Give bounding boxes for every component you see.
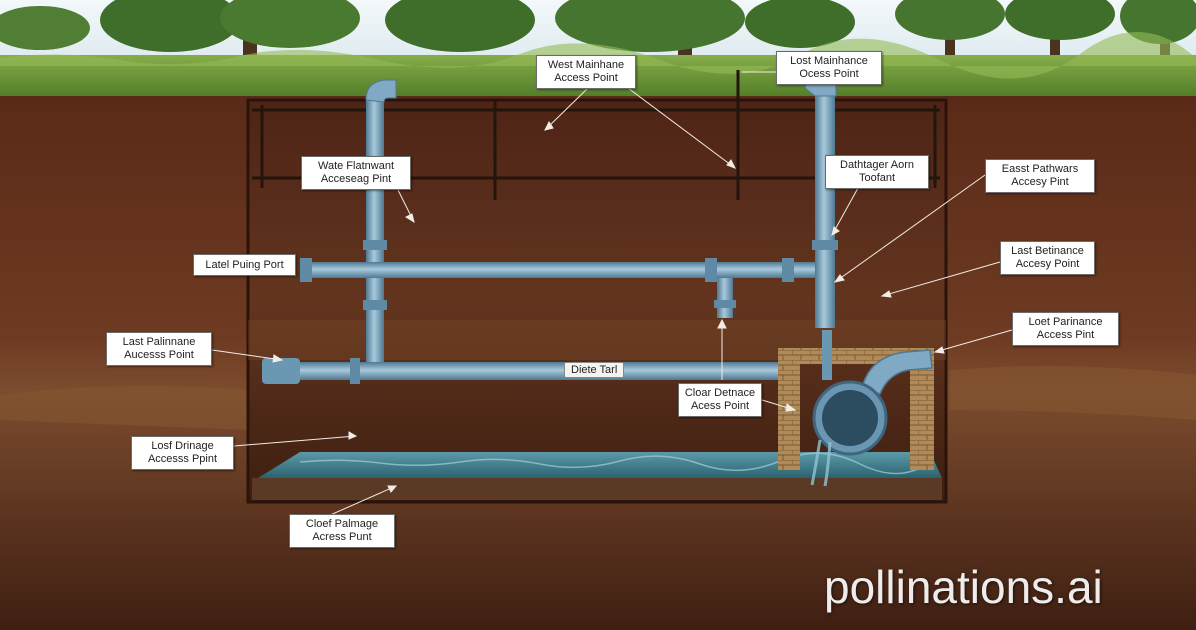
- label-west-maintenance: West Mainhane Access Point: [536, 55, 636, 89]
- label-east-pathwars: Easst Pathwars Accesy Pint: [985, 159, 1095, 193]
- trees: [0, 0, 1196, 68]
- label-text: Accesss Ppint: [147, 453, 218, 465]
- label-text: Easst Pathwars: [1001, 163, 1079, 175]
- leader-lines: [211, 71, 1013, 517]
- label-text: Acess Point: [690, 400, 750, 412]
- label-text: Lost Mainhance: [790, 55, 868, 67]
- label-text: Toofant: [858, 172, 896, 184]
- label-loet-parinance: Loet Parinance Access Pint: [1012, 312, 1119, 346]
- label-text: Loet Parinance: [1028, 316, 1103, 328]
- label-text: Ocess Point: [799, 68, 859, 80]
- label-text: Last Palinnane: [122, 336, 196, 348]
- label-text: Wate Flatnwant: [317, 160, 394, 172]
- label-text: Acress Punt: [312, 531, 372, 543]
- label-text: Access Point: [554, 72, 618, 84]
- label-text: Acceseag Pint: [320, 173, 392, 185]
- label-last-pallnnane: Last Palinnane Aucesss Point: [106, 332, 212, 366]
- pipe-tag: Diete Tarl: [564, 362, 625, 378]
- label-text: Aucesss Point: [124, 349, 194, 361]
- label-lost-drinage: Losf Drinage Accesss Ppint: [131, 436, 234, 470]
- label-cloef-palmage: Cloef Palmage Acress Punt: [289, 514, 395, 548]
- watermark: pollinations.ai: [824, 561, 1103, 613]
- label-text: Cloef Palmage: [305, 518, 379, 530]
- label-water-flashwant: Wate Flatnwant Acceseag Pint: [301, 156, 411, 190]
- label-clear-dethace: Cloar Detnace Acess Point: [678, 383, 762, 417]
- label-text: Latel Puing Port: [205, 258, 284, 271]
- label-text: West Mainhane: [547, 59, 625, 71]
- label-text: Cloar Detnace: [684, 387, 756, 399]
- label-last-belinance: Last Betinance Accesy Point: [1000, 241, 1095, 275]
- label-text: Access Pint: [1036, 329, 1095, 341]
- label-lost-maintenance-top: Lost Mainhance Ocess Point: [776, 51, 882, 85]
- label-text: Accesy Pint: [1011, 176, 1069, 188]
- outlet-pipe: [810, 330, 933, 487]
- label-text: Last Betinance: [1011, 245, 1084, 257]
- label-text: Losf Drinage: [151, 440, 214, 452]
- label-text: Dathtager Aorn: [840, 159, 914, 171]
- label-latel-puing-port: Latel Puing Port: [193, 254, 296, 276]
- label-dathtager-aorn: Dathtager Aorn Toofant: [825, 155, 929, 189]
- label-text: Accesy Point: [1015, 258, 1080, 270]
